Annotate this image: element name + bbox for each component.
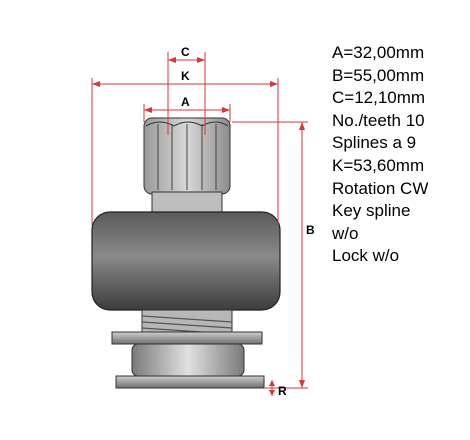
bottom-ring	[115, 375, 265, 389]
dim-r-arrow-bottom	[269, 390, 275, 396]
spec-list: A=32,00mm B=55,00mm C=12,10mm No./teeth …	[332, 42, 428, 268]
spec-b: B=55,00mm	[332, 65, 425, 85]
spec-rotation: Rotation CW	[332, 178, 429, 198]
dim-k-arrow-left	[92, 81, 100, 87]
pinion-gear	[143, 117, 231, 195]
clutch-body	[91, 211, 281, 311]
dim-a-label: A	[181, 95, 190, 109]
upper-flange	[111, 331, 263, 345]
dim-c-arrow-left	[168, 57, 176, 63]
spec-a: A=32,00mm	[332, 43, 425, 62]
spec-k: K=53,60mm	[332, 155, 425, 175]
dim-k-label: K	[181, 69, 190, 83]
spec-teeth: No./teeth 10	[332, 110, 425, 130]
dim-k-arrow-right	[270, 81, 278, 87]
dim-a-arrow-right	[222, 107, 230, 113]
dim-a-arrow-left	[144, 107, 152, 113]
dim-r-label: R	[278, 384, 287, 398]
dim-b-arrow-bottom	[299, 380, 305, 388]
dim-c-arrow-right	[197, 57, 205, 63]
dim-b-label: B	[306, 223, 315, 237]
pinion-shaft	[151, 191, 223, 215]
dim-b-arrow-top	[299, 122, 305, 130]
spec-c: C=12,10mm	[332, 88, 426, 108]
helical-spring	[141, 309, 233, 335]
drive-sleeve	[131, 343, 245, 377]
spec-splines: Splines a 9	[332, 133, 417, 153]
dim-r-arrow-top	[269, 380, 275, 386]
spec-key-spline: Key spline	[332, 201, 411, 221]
spec-lock: Lock w/o	[332, 246, 400, 266]
spec-key-spline-value: w/o	[332, 223, 359, 243]
dim-c-label: C	[181, 45, 190, 59]
